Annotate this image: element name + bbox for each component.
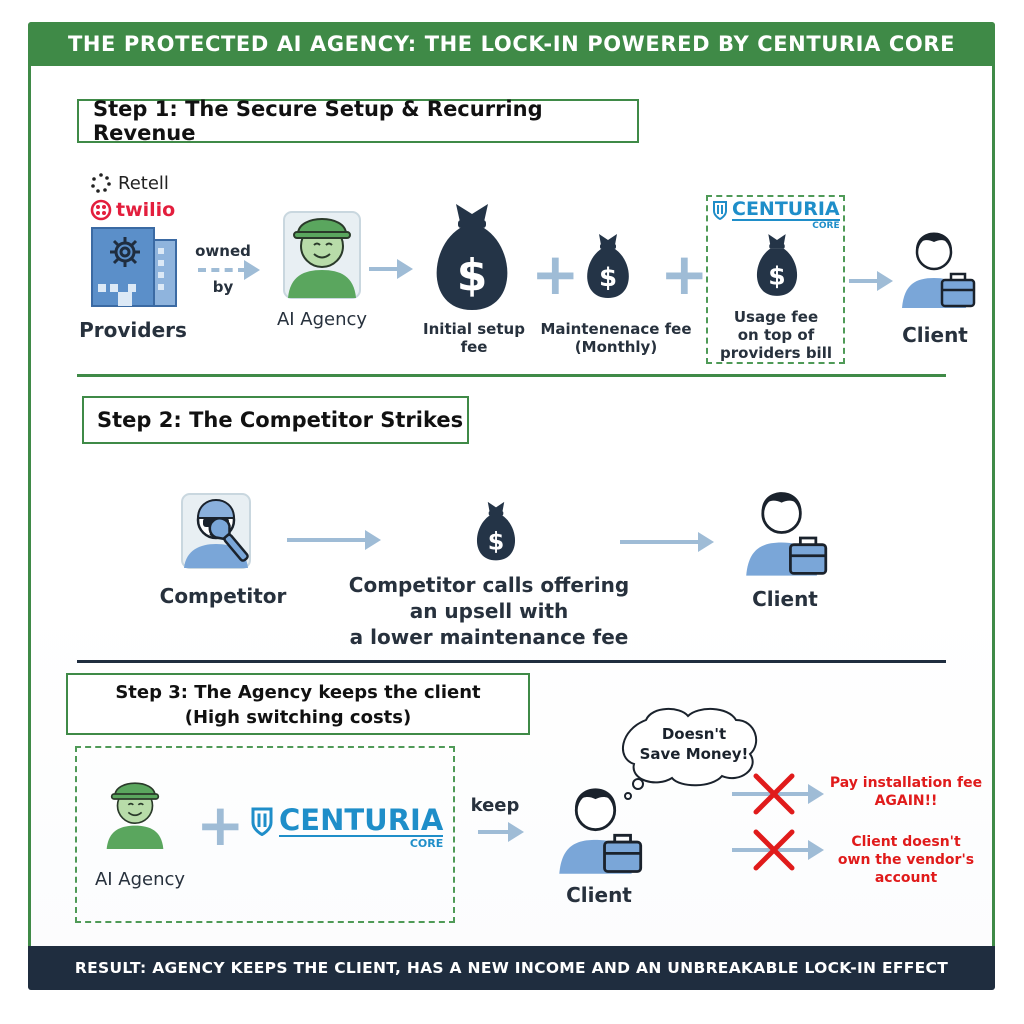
client-label: Client	[566, 883, 632, 907]
by-label: by	[212, 278, 234, 296]
step-divider	[77, 374, 946, 377]
usage-fee-moneybag-icon: $	[756, 234, 798, 296]
retell-logo: Retell	[90, 172, 169, 194]
centuria-shield-icon	[713, 201, 727, 220]
setup-fee-label-line1: Initial setup	[423, 320, 525, 338]
thought-line-2: Save Money!	[639, 745, 749, 763]
centuria-core-text: CORE	[732, 219, 840, 231]
competitor-to-offer-arrow	[287, 530, 381, 550]
client-person-icon	[746, 492, 828, 576]
client-label: Client	[902, 323, 968, 347]
svg-text:$: $	[457, 250, 488, 301]
step2-title: Step 2: The Competitor Strikes	[82, 396, 469, 444]
centuria-logo-text: CENTURIA	[279, 803, 444, 837]
usage-to-client-arrow	[849, 271, 893, 291]
usage-fee-label-line2: on top of	[737, 326, 815, 344]
offer-moneybag-icon: $	[476, 501, 516, 561]
ai-agency-label: AI Agency	[94, 869, 186, 890]
thought-line-1: Doesn't	[661, 725, 727, 743]
twilio-logo-text: twilio	[116, 199, 176, 221]
centuria-logo: CENTURIA CORE	[712, 200, 840, 231]
reason-vendor-account: Client doesn't own the vendor's account	[826, 833, 986, 887]
maintenance-fee-label: Maintenenace fee (Monthly)	[536, 320, 696, 356]
step3-title-line2: (High switching costs)	[184, 707, 412, 728]
plus-icon: +	[531, 240, 580, 308]
maintenance-fee-label-line1: Maintenenace fee	[540, 320, 692, 338]
step3-title-line1: Step 3: The Agency keeps the client	[115, 682, 481, 703]
plus-icon: +	[196, 791, 245, 859]
reason-2-line2: own the vendor's	[837, 852, 975, 868]
competitor-offer-text: Competitor calls offering an upsell with…	[322, 572, 656, 650]
provider-building-icon	[91, 227, 177, 307]
client-person-icon	[559, 788, 643, 874]
setup-fee-label-line2: fee	[460, 338, 488, 356]
step3-title: Step 3: The Agency keeps the client (Hig…	[66, 673, 530, 735]
page-title: THE PROTECTED AI AGENCY: THE LOCK-IN POW…	[28, 22, 995, 66]
step1-title: Step 1: The Secure Setup & Recurring Rev…	[77, 97, 639, 145]
competitor-label: Competitor	[159, 584, 287, 608]
centuria-logo: CENTURIA CORE	[250, 803, 444, 849]
owned-by-arrow	[198, 260, 260, 280]
reason-1-line2: AGAIN!!	[874, 793, 938, 809]
svg-text:$: $	[768, 261, 785, 290]
retell-logo-text: Retell	[118, 172, 169, 194]
ai-agency-worker-icon	[283, 211, 361, 299]
red-x-icon	[753, 829, 795, 871]
retell-dots-icon	[91, 173, 111, 193]
centuria-shield-icon	[251, 807, 273, 836]
keep-arrow	[478, 822, 524, 842]
reason-installation-fee: Pay installation fee AGAIN!!	[818, 774, 994, 810]
offer-line-1: Competitor calls offering	[348, 573, 630, 597]
reason-1-line1: Pay installation fee	[829, 775, 983, 791]
reason-2-line1: Client doesn't	[851, 834, 961, 850]
setup-fee-label: Initial setup fee	[414, 320, 534, 356]
keep-label: keep	[470, 795, 520, 816]
twilio-logo: twilio	[90, 199, 175, 221]
usage-fee-label-line1: Usage fee	[733, 308, 819, 326]
offer-line-2: an upsell with	[409, 599, 569, 623]
usage-fee-label-line3: providers bill	[720, 344, 832, 362]
thought-bubble-text: Doesn't Save Money!	[636, 724, 752, 764]
agency-to-setup-arrow	[369, 259, 413, 279]
svg-text:$: $	[599, 263, 617, 293]
providers-label: Providers	[79, 318, 187, 342]
centuria-core-text: CORE	[279, 835, 444, 849]
competitor-mechanic-icon	[181, 493, 251, 569]
centuria-logo-text: CENTURIA	[732, 198, 840, 220]
maintenance-fee-moneybag-icon: $	[587, 234, 629, 298]
result-banner: RESULT: AGENCY KEEPS THE CLIENT, HAS A N…	[28, 946, 995, 990]
offer-to-client-arrow	[620, 532, 714, 552]
reason-2-line3: account	[874, 870, 938, 886]
maintenance-fee-label-line2: (Monthly)	[574, 338, 658, 356]
setup-fee-moneybag-icon: $	[436, 204, 508, 310]
usage-fee-label: Usage fee on top of providers bill	[708, 308, 844, 362]
client-person-icon	[902, 232, 976, 308]
ai-agency-label: AI Agency	[276, 309, 368, 330]
owned-label: owned	[195, 242, 251, 260]
step-divider	[77, 660, 946, 663]
ai-agency-worker-icon	[106, 782, 164, 849]
twilio-icon	[90, 199, 112, 221]
centuria-usage-box	[706, 195, 845, 364]
client-label: Client	[752, 587, 818, 611]
red-x-icon	[753, 773, 795, 815]
offer-line-3: a lower maintenance fee	[349, 625, 629, 649]
plus-icon: +	[660, 240, 709, 308]
thought-bubble	[622, 708, 758, 800]
agency-centuria-box	[75, 746, 455, 923]
svg-text:$: $	[488, 527, 505, 555]
